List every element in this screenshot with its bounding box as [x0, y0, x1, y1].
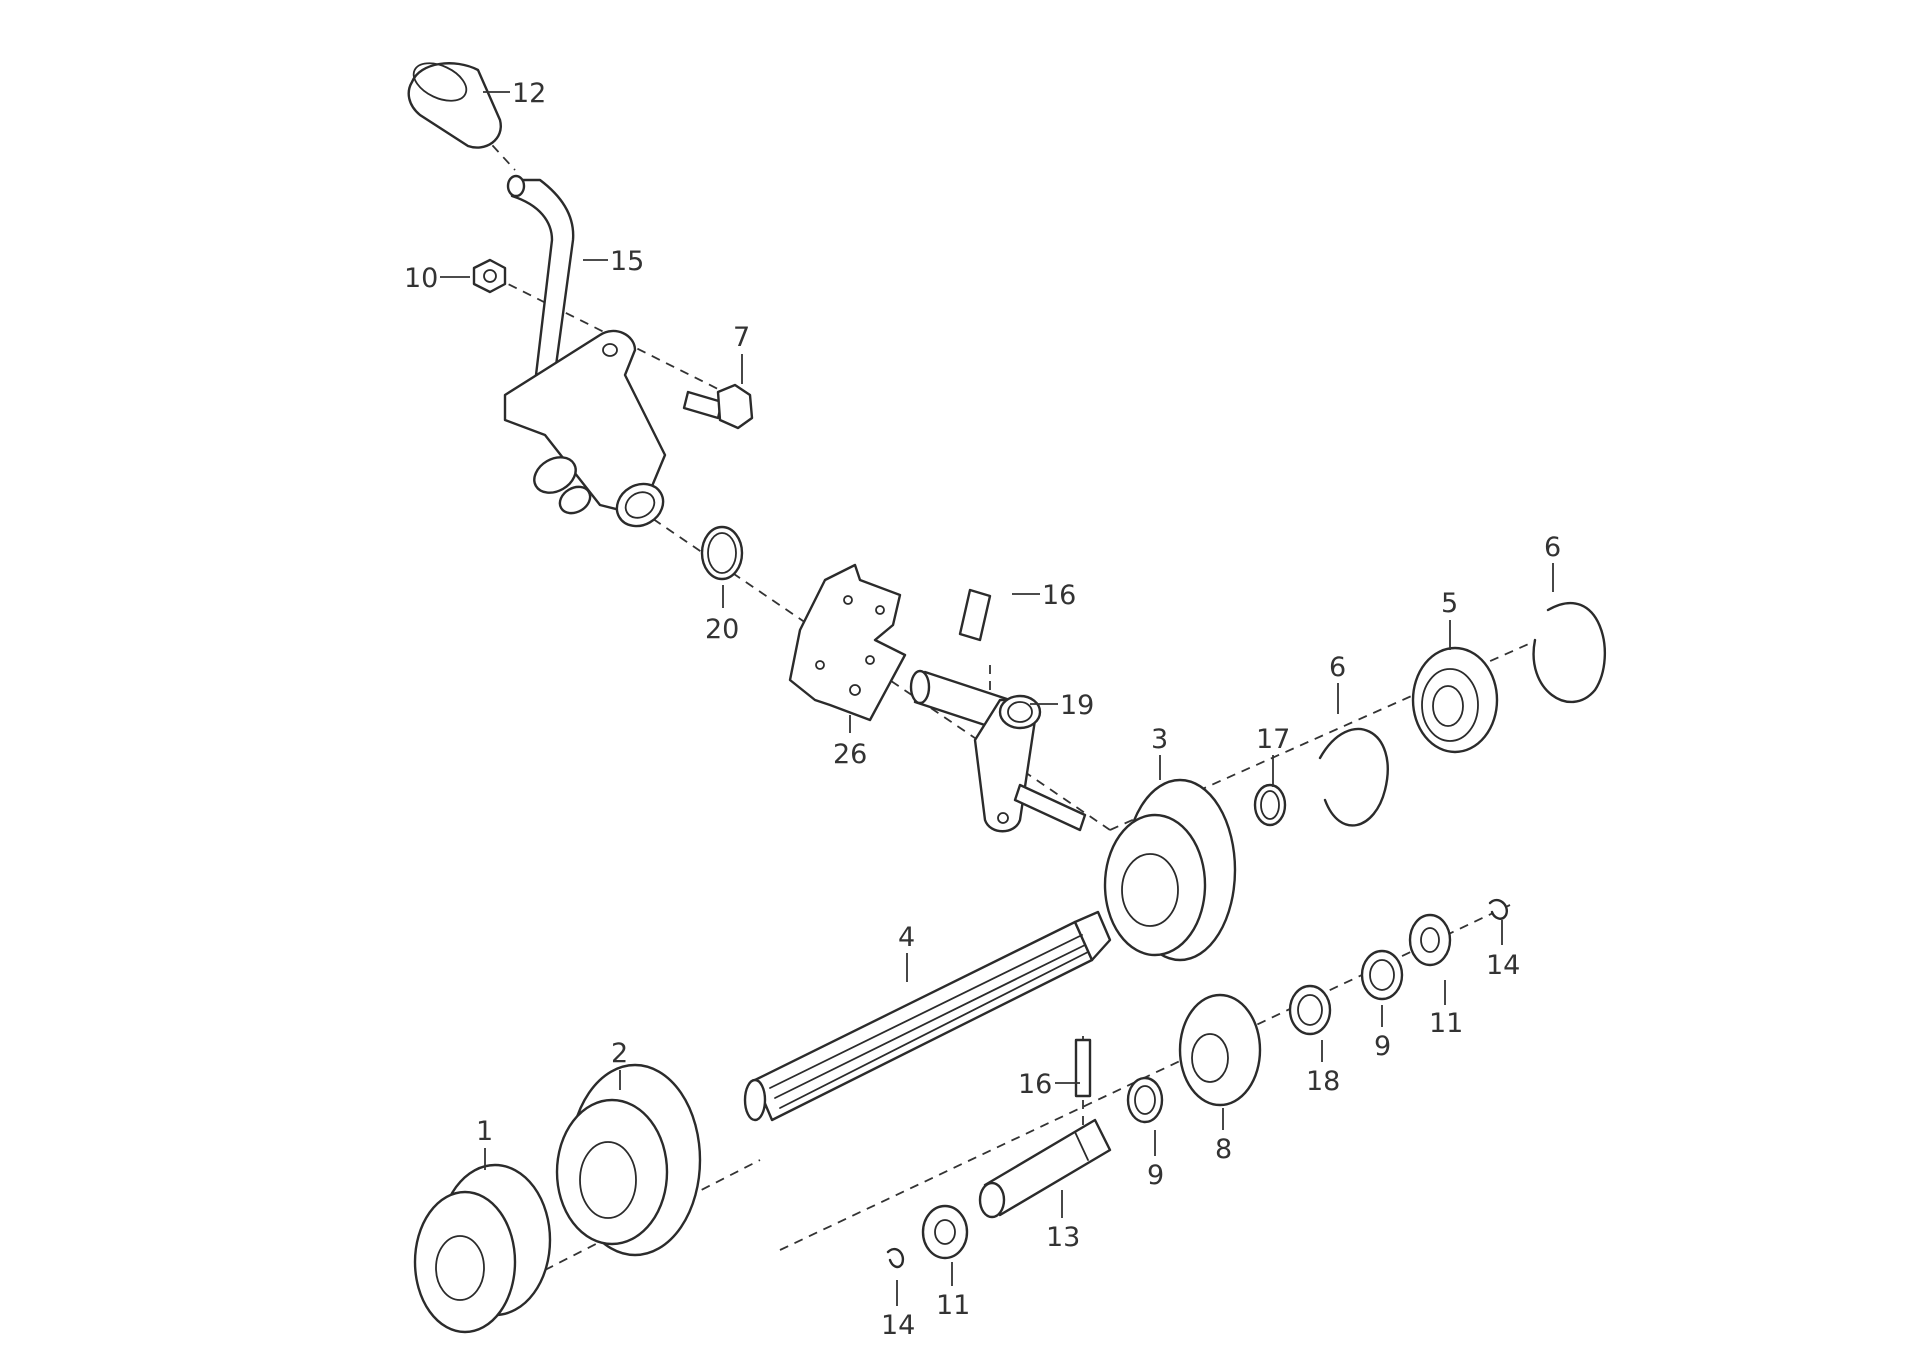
callout-11-lower: 11	[936, 1290, 970, 1321]
e-clip-lower-part	[886, 1247, 905, 1269]
shift-lever-part	[503, 174, 667, 528]
callout-7: 7	[733, 322, 750, 353]
callout-9-upper: 9	[1374, 1031, 1391, 1062]
callout-5: 5	[1441, 588, 1458, 619]
roll-pin-upper-part	[958, 588, 992, 642]
leader-lines	[440, 91, 1554, 1306]
callout-26: 26	[833, 739, 867, 770]
callout-16-upper: 16	[1042, 580, 1076, 611]
shift-shaft-arm-part	[909, 669, 1087, 833]
gear-large-upper-part	[1103, 778, 1237, 962]
circlip-right-part	[1532, 601, 1607, 704]
circlip-left-part	[1318, 727, 1389, 827]
lever-knob-part	[407, 62, 502, 149]
e-clip-upper-part	[1488, 898, 1508, 920]
gear-small-part	[1178, 993, 1262, 1107]
hex-bolt-part	[682, 383, 754, 430]
gear-double-part	[413, 1163, 552, 1334]
callout-2: 2	[611, 1038, 628, 1069]
roll-pin-lower-part	[1074, 1038, 1092, 1098]
gear-middle-part	[555, 1063, 702, 1257]
ball-bearing-part	[1411, 646, 1499, 754]
callout-14-upper: 14	[1486, 950, 1520, 981]
spacer-part	[1288, 984, 1332, 1036]
bushing-lower-part	[1126, 1076, 1164, 1124]
callout-11-upper: 11	[1429, 1008, 1463, 1039]
callout-20: 20	[705, 614, 739, 645]
callout-labels: 12 15 10 7 20 26 16 19 3 17 6 5 6 4 14 1…	[404, 78, 1561, 1341]
callout-12: 12	[512, 78, 546, 109]
callout-10: 10	[404, 263, 438, 294]
hex-nut-part	[472, 258, 507, 294]
callout-18: 18	[1306, 1066, 1340, 1097]
callout-1: 1	[476, 1116, 493, 1147]
callout-9-lower: 9	[1147, 1160, 1164, 1191]
small-snap-ring-part	[1253, 783, 1287, 827]
callout-8: 8	[1215, 1134, 1232, 1165]
idler-shaft-part	[978, 1118, 1112, 1219]
bushing-upper-part	[1360, 949, 1404, 1001]
callout-13: 13	[1046, 1222, 1080, 1253]
callout-16-lower: 16	[1018, 1069, 1052, 1100]
callout-6-left: 6	[1329, 652, 1346, 683]
callout-3: 3	[1151, 724, 1168, 755]
splined-shaft-part	[743, 910, 1112, 1122]
callout-15: 15	[610, 246, 644, 277]
callout-19: 19	[1060, 690, 1094, 721]
detent-plate-part	[788, 563, 907, 722]
washer-lower-part	[921, 1204, 969, 1260]
callout-4: 4	[898, 922, 915, 953]
o-ring-part	[700, 525, 744, 581]
callout-6-right: 6	[1544, 532, 1561, 563]
washer-upper-part	[1408, 913, 1452, 967]
callout-14-lower: 14	[881, 1310, 915, 1341]
callout-17: 17	[1256, 724, 1290, 755]
